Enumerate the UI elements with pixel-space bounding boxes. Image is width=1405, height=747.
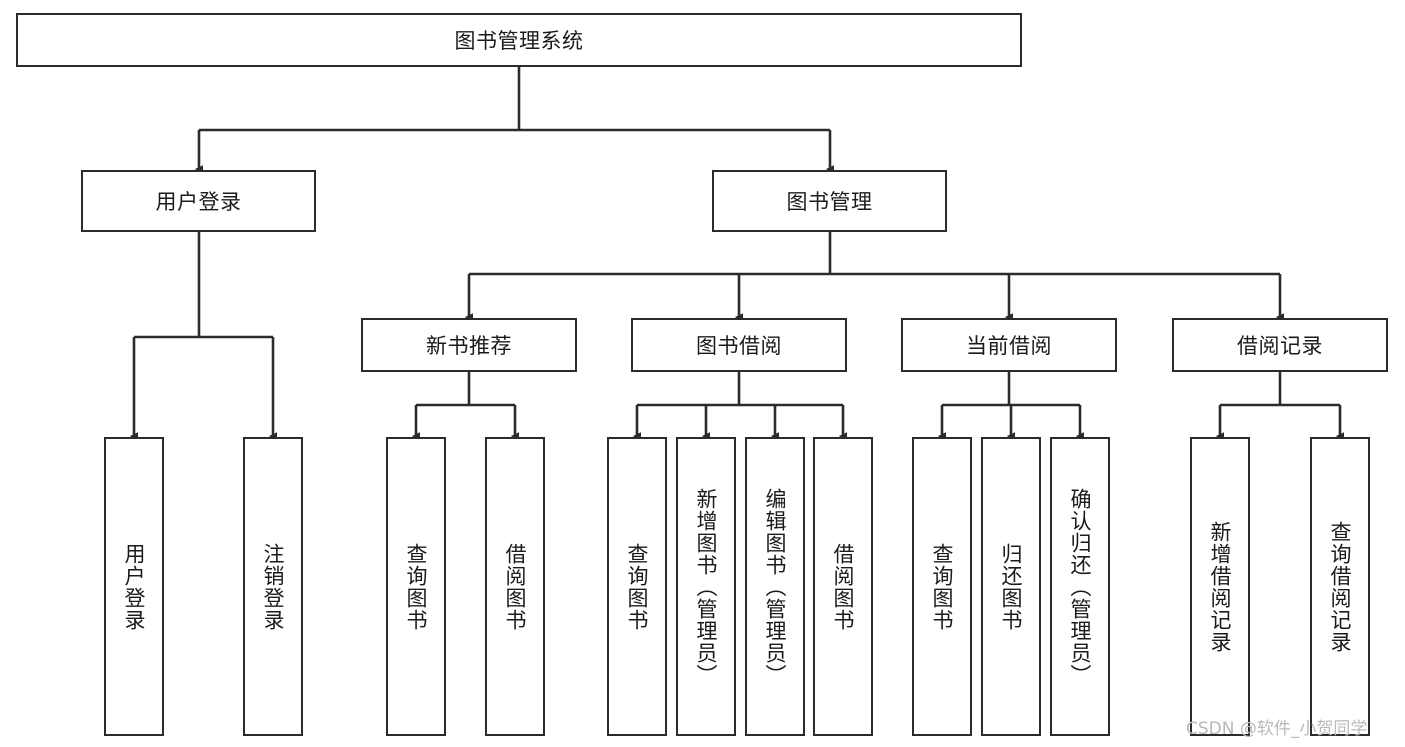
node-leaf-query-record[interactable]: 查询借阅记录: [1310, 437, 1370, 736]
node-label: 新增借阅记录: [1208, 520, 1233, 653]
node-leaf-return-book[interactable]: 归还图书: [981, 437, 1041, 736]
node-current-borrow[interactable]: 当前借阅: [901, 318, 1117, 372]
node-label: 归还图书: [999, 542, 1024, 631]
node-label: 新增图书（管理员）: [694, 487, 719, 686]
node-new-book-recommend[interactable]: 新书推荐: [361, 318, 577, 372]
node-label: 图书管理系统: [454, 29, 584, 53]
csdn-watermark: CSDN @软件_小贺同学: [1186, 719, 1368, 739]
node-user-login[interactable]: 用户登录: [81, 170, 316, 232]
node-label: 查询借阅记录: [1328, 520, 1353, 653]
node-leaf-recommend-borrow[interactable]: 借阅图书: [485, 437, 545, 736]
node-leaf-recommend-query[interactable]: 查询图书: [386, 437, 446, 736]
node-label: 查询图书: [930, 542, 955, 631]
node-book-borrow[interactable]: 图书借阅: [631, 318, 847, 372]
node-leaf-edit-book[interactable]: 编辑图书（管理员）: [745, 437, 805, 736]
node-leaf-user-login[interactable]: 用户登录: [104, 437, 164, 736]
node-label: 图书管理: [786, 190, 873, 214]
node-leaf-add-book[interactable]: 新增图书（管理员）: [676, 437, 736, 736]
node-leaf-logout[interactable]: 注销登录: [243, 437, 303, 736]
node-label: 用户登录: [155, 190, 242, 214]
node-borrow-record[interactable]: 借阅记录: [1172, 318, 1388, 372]
node-label: 查询图书: [404, 542, 429, 631]
node-label: 借阅图书: [503, 542, 528, 631]
node-label: 查询图书: [625, 542, 650, 631]
node-label: 借阅记录: [1237, 334, 1323, 358]
node-book-manage[interactable]: 图书管理: [712, 170, 947, 232]
node-leaf-borrow-book[interactable]: 借阅图书: [813, 437, 873, 736]
node-label: 注销登录: [261, 542, 286, 631]
node-label: 用户登录: [122, 542, 147, 631]
node-label: 图书借阅: [696, 334, 782, 358]
node-leaf-add-record[interactable]: 新增借阅记录: [1190, 437, 1250, 736]
node-label: 借阅图书: [831, 542, 856, 631]
node-leaf-current-query[interactable]: 查询图书: [912, 437, 972, 736]
node-root[interactable]: 图书管理系统: [16, 13, 1022, 67]
node-label: 确认归还（管理员）: [1068, 487, 1093, 686]
node-label: 新书推荐: [426, 334, 512, 358]
node-label: 当前借阅: [966, 334, 1052, 358]
node-leaf-borrow-query[interactable]: 查询图书: [607, 437, 667, 736]
node-leaf-confirm-return[interactable]: 确认归还（管理员）: [1050, 437, 1110, 736]
node-label: 编辑图书（管理员）: [763, 487, 788, 686]
